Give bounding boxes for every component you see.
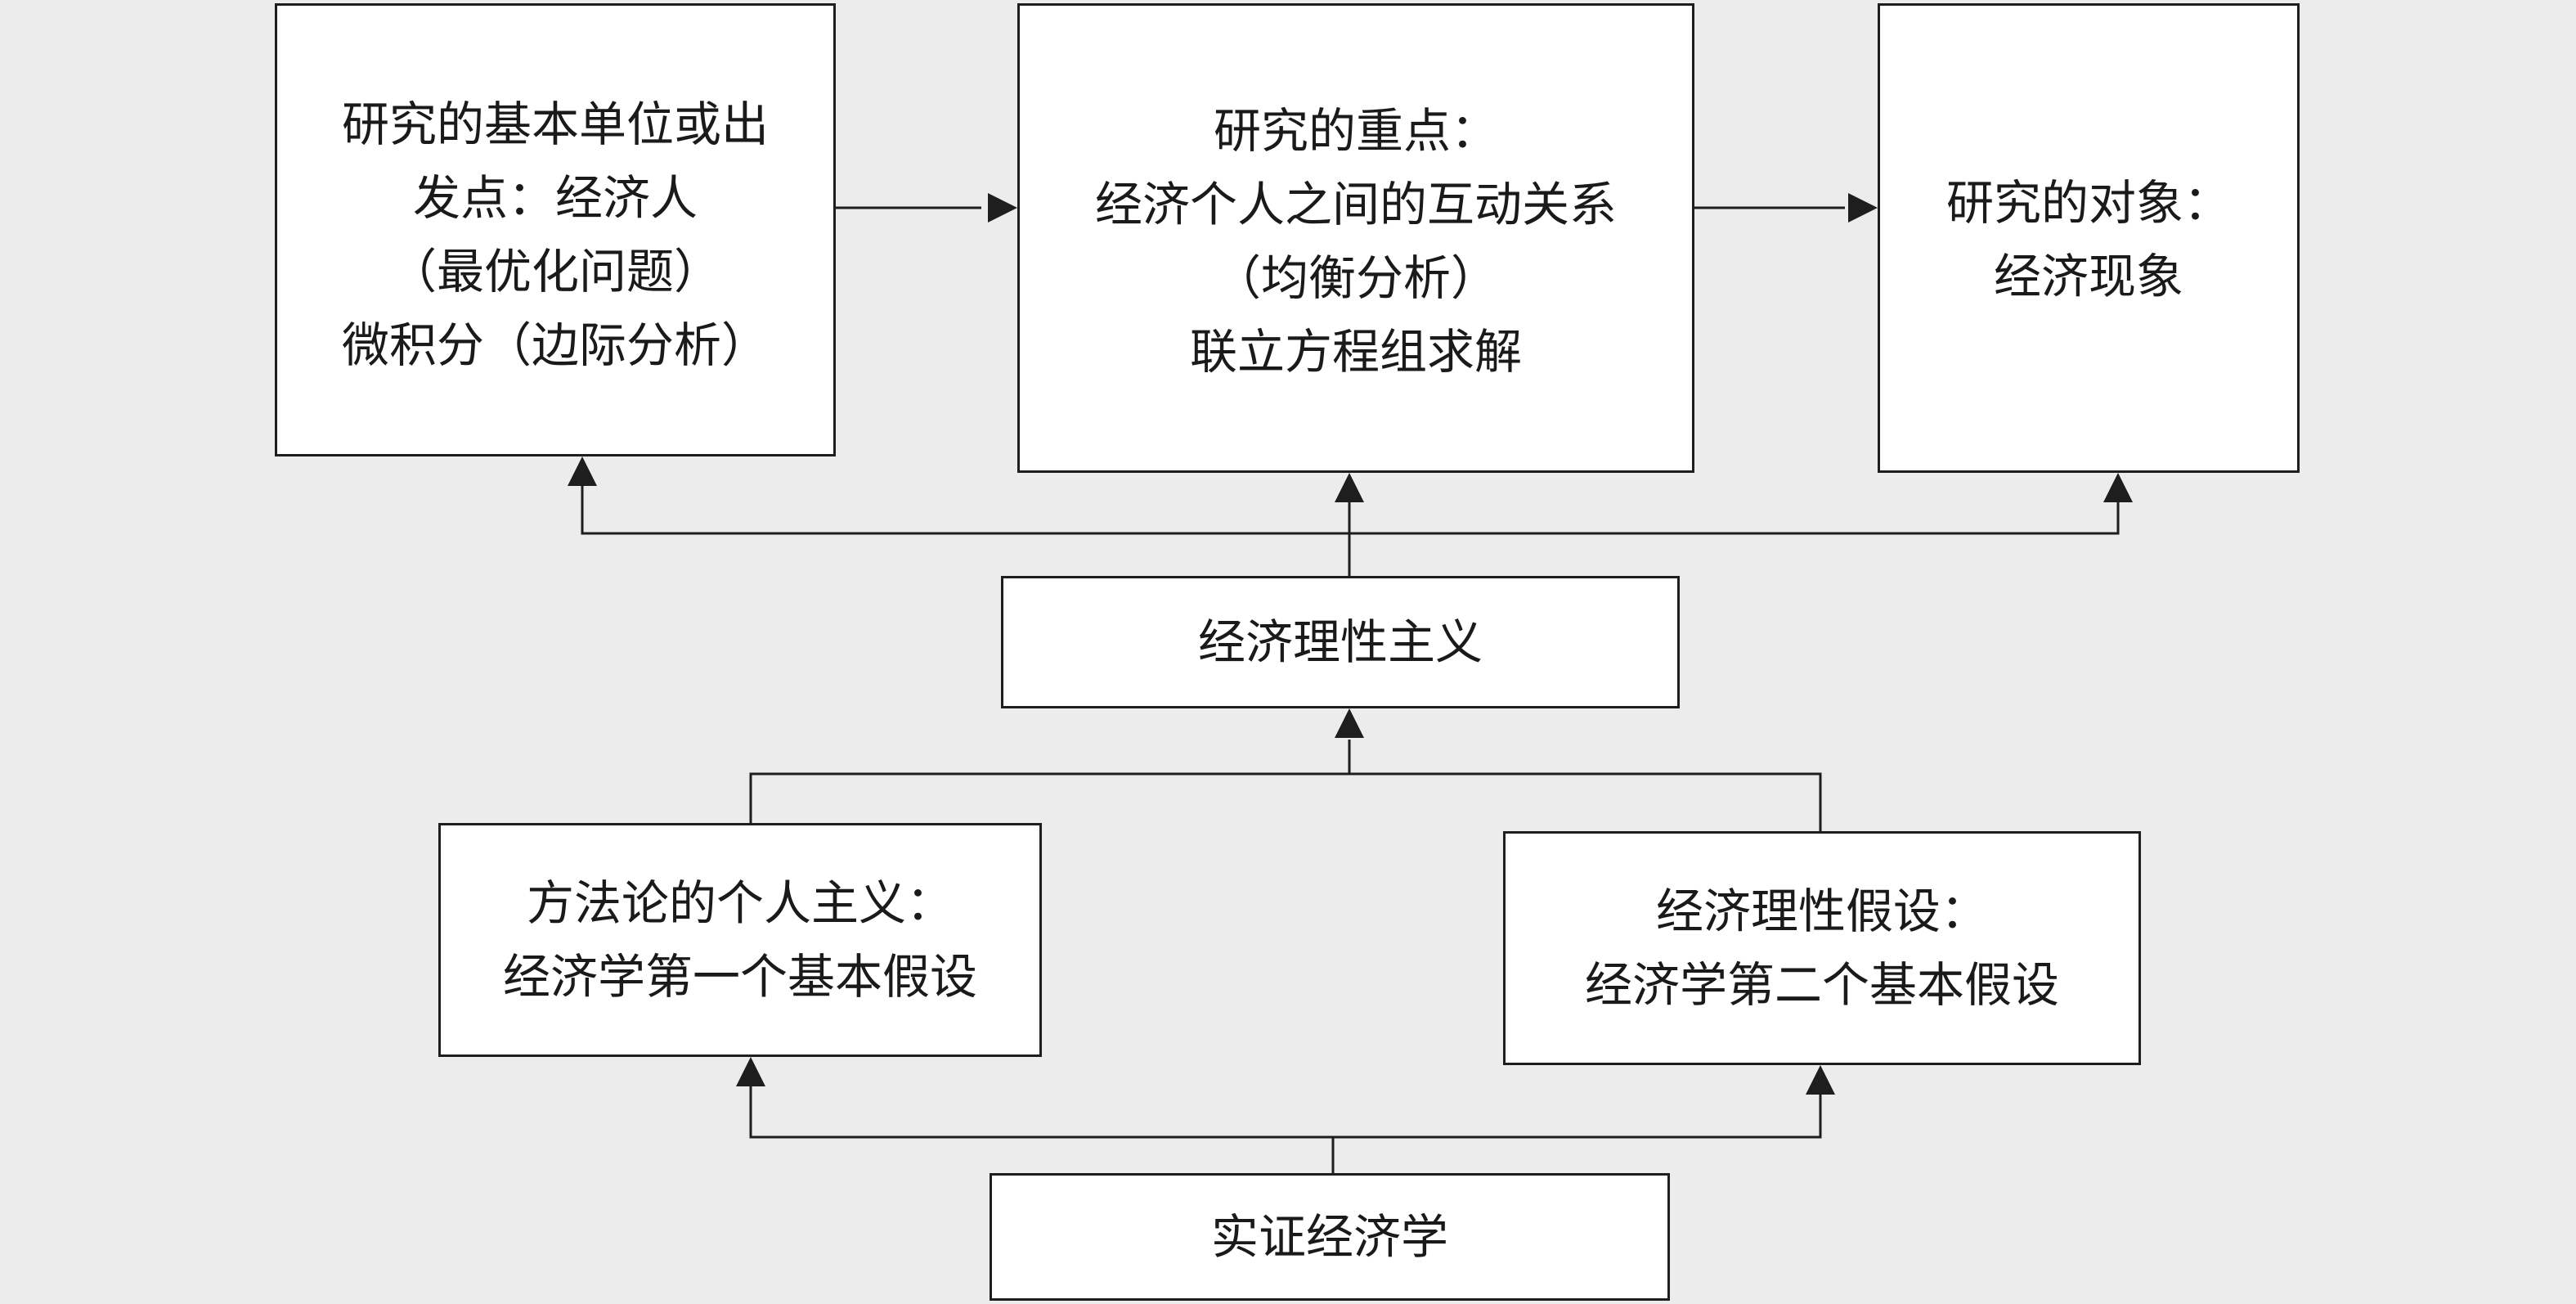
arrowhead-to-focus [1335, 473, 1364, 502]
node-focus-line-2: 经济个人之间的互动关系 [1094, 177, 1617, 232]
arrowhead-to-rationalism [1335, 708, 1364, 738]
node-research-focus: 研究的重点： 经济个人之间的互动关系 （均衡分析） 联立方程组求解 [1017, 3, 1694, 473]
node-start-line-4: 微积分（边际分析） [341, 317, 769, 373]
node-object-line-1: 研究的对象： [1945, 175, 2231, 231]
node-economic-rationality-assumption: 经济理性假设： 经济学第二个基本假设 [1503, 831, 2141, 1065]
node-focus-line-4: 联立方程组求解 [1189, 324, 1522, 380]
edge-positive-bus [749, 1086, 1822, 1139]
node-positive-line-1: 实证经济学 [1210, 1209, 1448, 1265]
node-start-line-1: 研究的基本单位或出 [341, 97, 769, 152]
arrowhead-focus-to-object [1848, 193, 1878, 223]
node-start-line-3: （最优化问题） [388, 244, 721, 299]
node-start-line-2: 发点：经济人 [412, 170, 698, 226]
node-focus-line-3: （均衡分析） [1213, 250, 1498, 306]
arrowhead-to-object [2103, 473, 2133, 502]
arrowhead-to-rational-assumption [1806, 1065, 1835, 1095]
node-object-line-2: 经济现象 [1993, 249, 2183, 304]
node-research-starting-point: 研究的基本单位或出 发点：经济人 （最优化问题） 微积分（边际分析） [275, 3, 836, 456]
node-individualism-line-1: 方法论的个人主义： [526, 875, 954, 931]
node-research-object: 研究的对象： 经济现象 [1878, 3, 2300, 473]
arrowhead-to-individualism [736, 1057, 765, 1086]
node-methodological-individualism: 方法论的个人主义： 经济学第一个基本假设 [438, 823, 1042, 1057]
node-focus-line-1: 研究的重点： [1213, 103, 1498, 159]
node-individualism-line-2: 经济学第一个基本假设 [502, 949, 977, 1005]
arrowhead-to-start [568, 456, 597, 486]
node-rationalism-line-1: 经济理性主义 [1197, 614, 1483, 670]
arrowhead-start-to-focus [988, 193, 1017, 223]
node-economic-rationalism: 经济理性主义 [1001, 576, 1680, 708]
node-rational-assumption-line-2: 经济学第二个基本假设 [1584, 957, 2059, 1013]
node-positive-economics: 实证经济学 [990, 1173, 1670, 1301]
edge-assumptions-bus [749, 772, 1822, 831]
node-rational-assumption-line-1: 经济理性假设： [1655, 884, 1988, 939]
